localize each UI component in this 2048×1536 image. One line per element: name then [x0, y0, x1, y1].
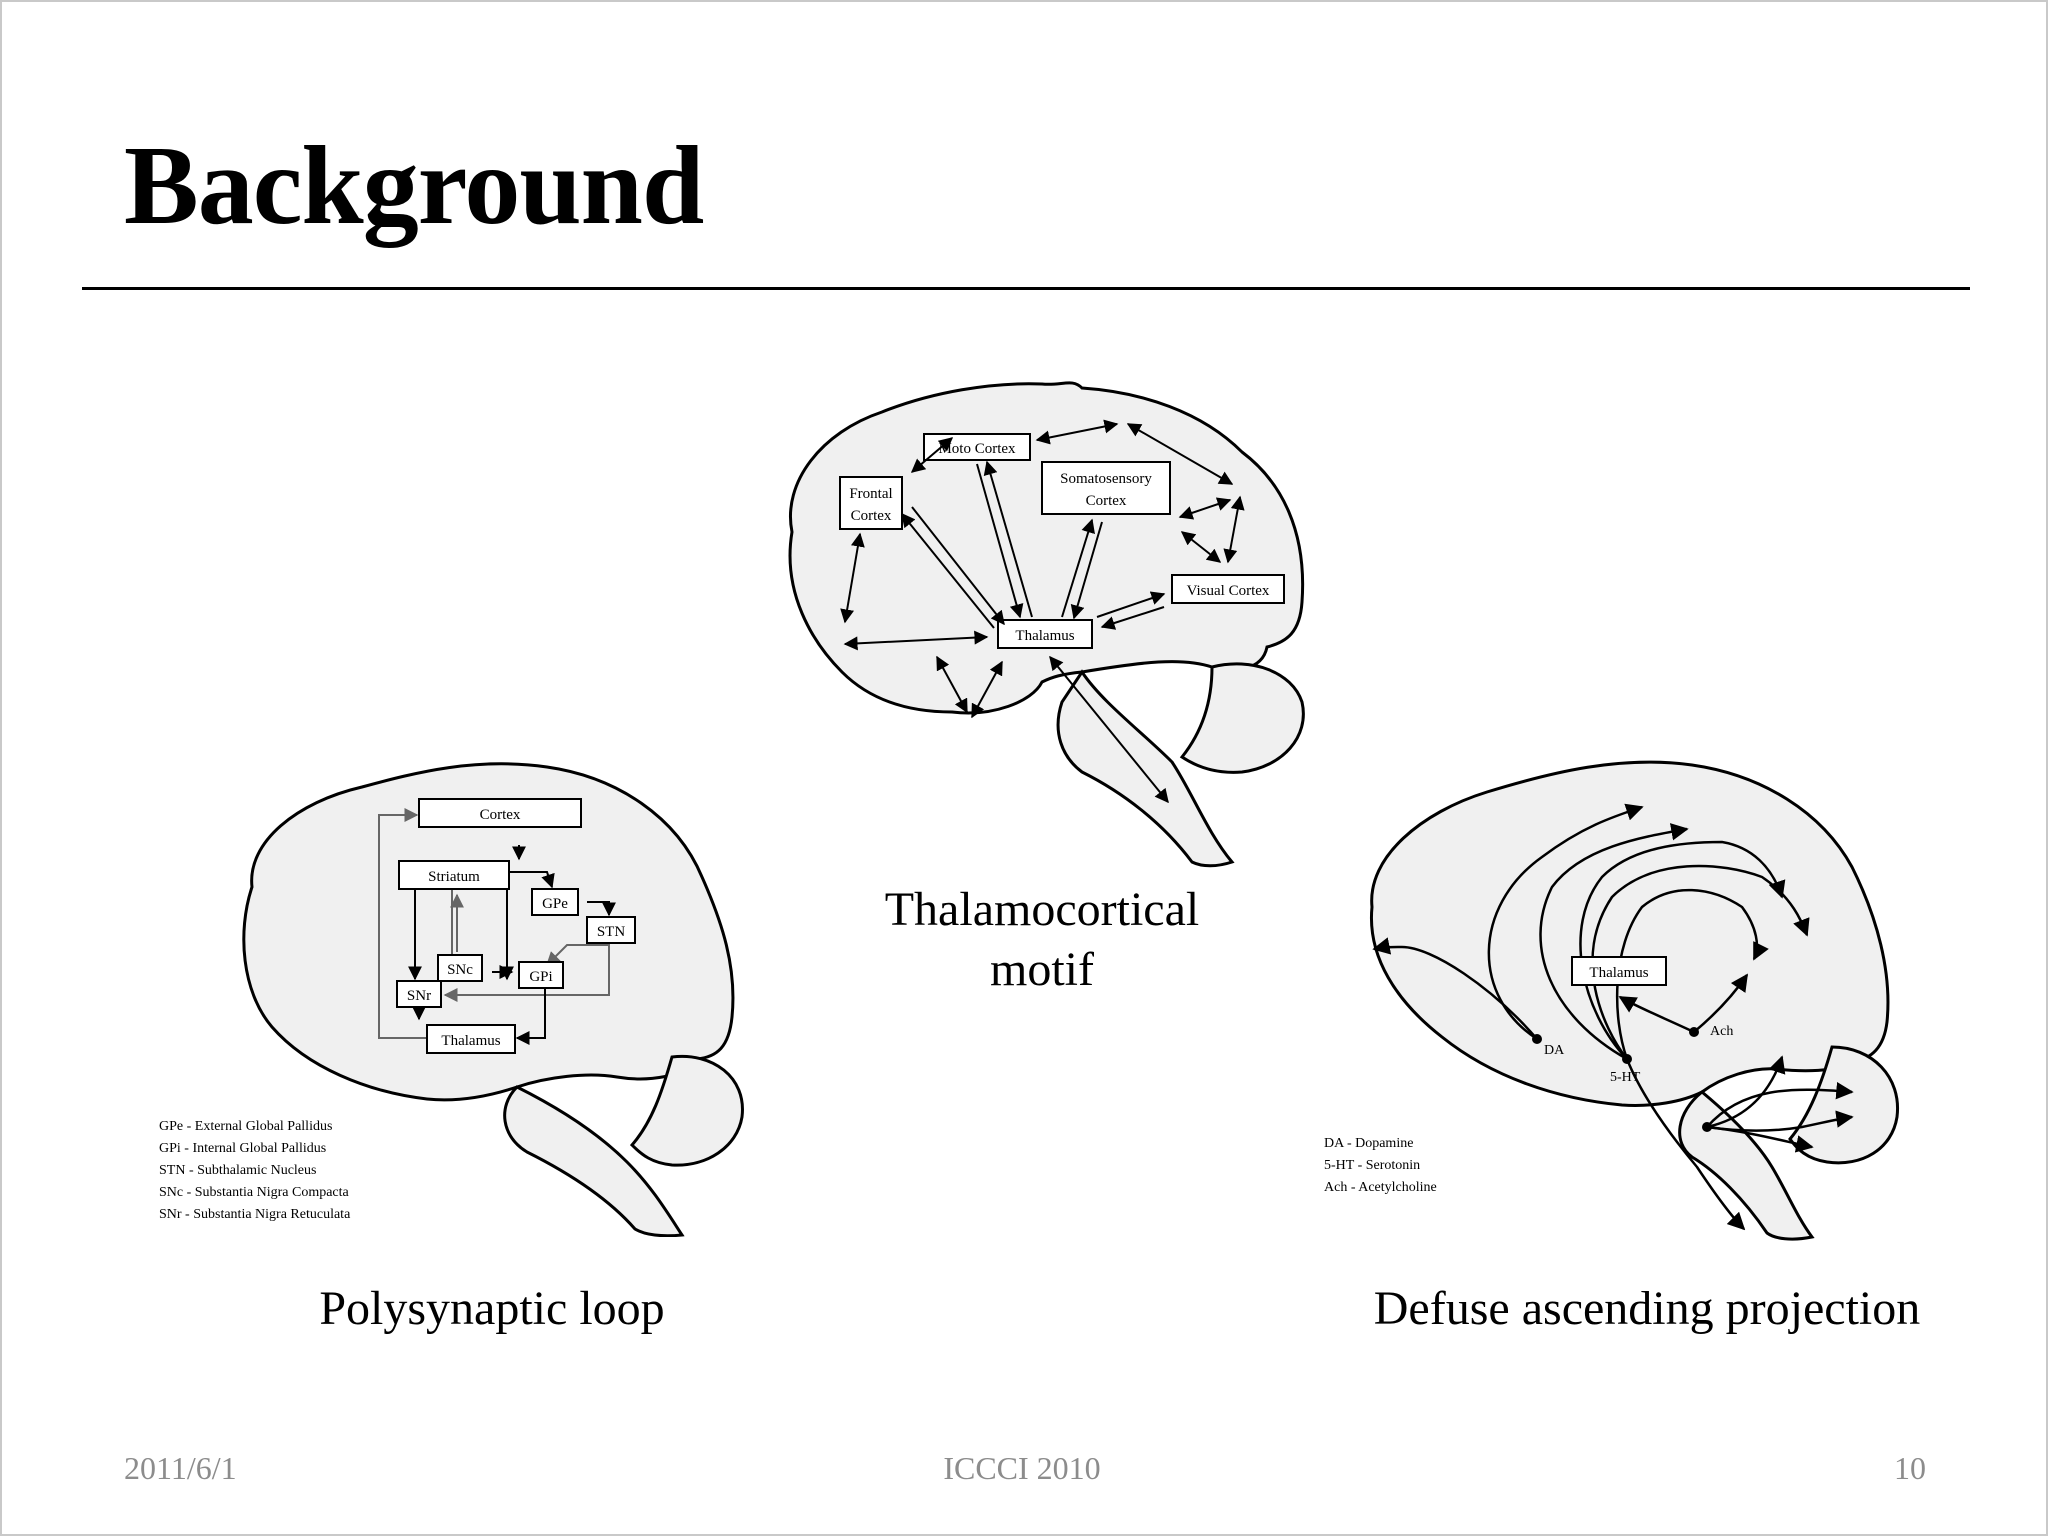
pl-striatum-label: Striatum	[428, 869, 480, 885]
label-5ht: 5-HT	[1610, 1070, 1641, 1085]
projection-paths	[1372, 803, 1854, 1231]
polysynaptic-loop-diagram: Cortex Striatum GPe STN SNc GPi SNr Tha	[159, 762, 744, 1237]
slide-title: Background	[124, 124, 704, 248]
brain-outline	[1369, 760, 1890, 1107]
title-divider	[82, 287, 1970, 290]
thalamocortical-caption: Thalamocortical motif	[842, 880, 1242, 1000]
ap-nucleus-labels: DA 5-HT Ach	[1544, 1024, 1733, 1085]
label-ach: Ach	[1710, 1024, 1733, 1039]
frontal-cortex-label-1: Frontal	[849, 486, 892, 502]
pl-legend-item: SNc - Substantia Nigra Compacta	[159, 1185, 350, 1200]
thalamocortical-caption-line2: motif	[990, 943, 1094, 996]
brain-outline	[242, 762, 735, 1102]
pl-gpi-label: GPi	[529, 969, 552, 985]
pl-snr-label: SNr	[407, 988, 431, 1004]
ascending-projection-diagram: Thalamus DA 5-HT Ach DA - Dopamine 5-HT …	[1324, 760, 1900, 1241]
ap-legend-item: 5-HT - Serotonin	[1324, 1158, 1420, 1173]
pl-thalamus-box: Thalamus	[426, 1024, 516, 1054]
ap-legend-item: DA - Dopamine	[1324, 1136, 1413, 1151]
polysynaptic-caption: Polysynaptic loop	[319, 1282, 665, 1335]
visual-cortex-box: Visual Cortex	[1171, 574, 1285, 604]
somatosensory-cortex-box: Somatosensory Cortex	[1041, 461, 1171, 515]
ascending-caption: Defuse ascending projection	[1373, 1282, 1921, 1335]
pl-striatum-box: Striatum	[398, 860, 510, 890]
pl-legend-item: GPi - Internal Global Pallidus	[159, 1141, 326, 1156]
pl-legend-item: GPe - External Global Pallidus	[159, 1119, 332, 1134]
somatosensory-label-2: Cortex	[1086, 493, 1127, 509]
pl-stn-box: STN	[586, 916, 636, 944]
visual-cortex-label: Visual Cortex	[1187, 583, 1270, 599]
cerebellum-outline	[629, 1054, 744, 1167]
moto-cortex-label: Moto Cortex	[938, 441, 1016, 457]
pl-gpi-box: GPi	[518, 961, 564, 989]
pl-cortex-label: Cortex	[480, 807, 521, 823]
pl-thalamus-label: Thalamus	[441, 1033, 500, 1049]
ap-thalamus-box: Thalamus	[1571, 956, 1667, 986]
ap-thalamus-label: Thalamus	[1589, 965, 1648, 981]
pl-snc-label: SNc	[447, 962, 473, 978]
ap-legend-item: Ach - Acetylcholine	[1324, 1180, 1437, 1195]
connection-arrows	[840, 419, 1245, 804]
footer-page-number: 10	[1894, 1450, 1926, 1486]
pl-stn-label: STN	[597, 924, 626, 940]
pl-legend-item: SNr - Substantia Nigra Retuculata	[159, 1207, 351, 1222]
ap-legend: DA - Dopamine 5-HT - Serotonin Ach - Ace…	[1324, 1136, 1437, 1195]
pl-gpe-label: GPe	[542, 896, 568, 912]
pl-snc-box: SNc	[437, 954, 483, 982]
cerebellum-outline	[1179, 662, 1305, 774]
pl-cortex-box: Cortex	[418, 798, 582, 828]
brainstem-outline	[1678, 1090, 1815, 1241]
thalamocortical-caption-line1: Thalamocortical	[884, 883, 1200, 936]
footer-conference: ICCCI 2010	[943, 1450, 1101, 1486]
somatosensory-label-1: Somatosensory	[1060, 471, 1152, 487]
thalamus-label: Thalamus	[1015, 628, 1074, 644]
brainstem-outline	[503, 1085, 685, 1237]
cerebellum-outline	[1788, 1045, 1900, 1165]
thalamocortical-diagram: Moto Cortex Frontal Cortex Somatosensory…	[788, 381, 1305, 868]
pl-gpe-box: GPe	[531, 888, 579, 916]
pl-legend: GPe - External Global Pallidus GPi - Int…	[159, 1119, 351, 1222]
nucleus-dots	[1532, 1027, 1712, 1132]
frontal-cortex-box: Frontal Cortex	[839, 476, 903, 530]
frontal-cortex-label-2: Cortex	[851, 508, 892, 524]
label-da: DA	[1544, 1043, 1565, 1058]
pl-snr-box: SNr	[396, 980, 442, 1008]
thalamus-box: Thalamus	[997, 619, 1093, 649]
footer-date: 2011/6/1	[124, 1450, 237, 1486]
pl-legend-item: STN - Subthalamic Nucleus	[159, 1163, 316, 1178]
